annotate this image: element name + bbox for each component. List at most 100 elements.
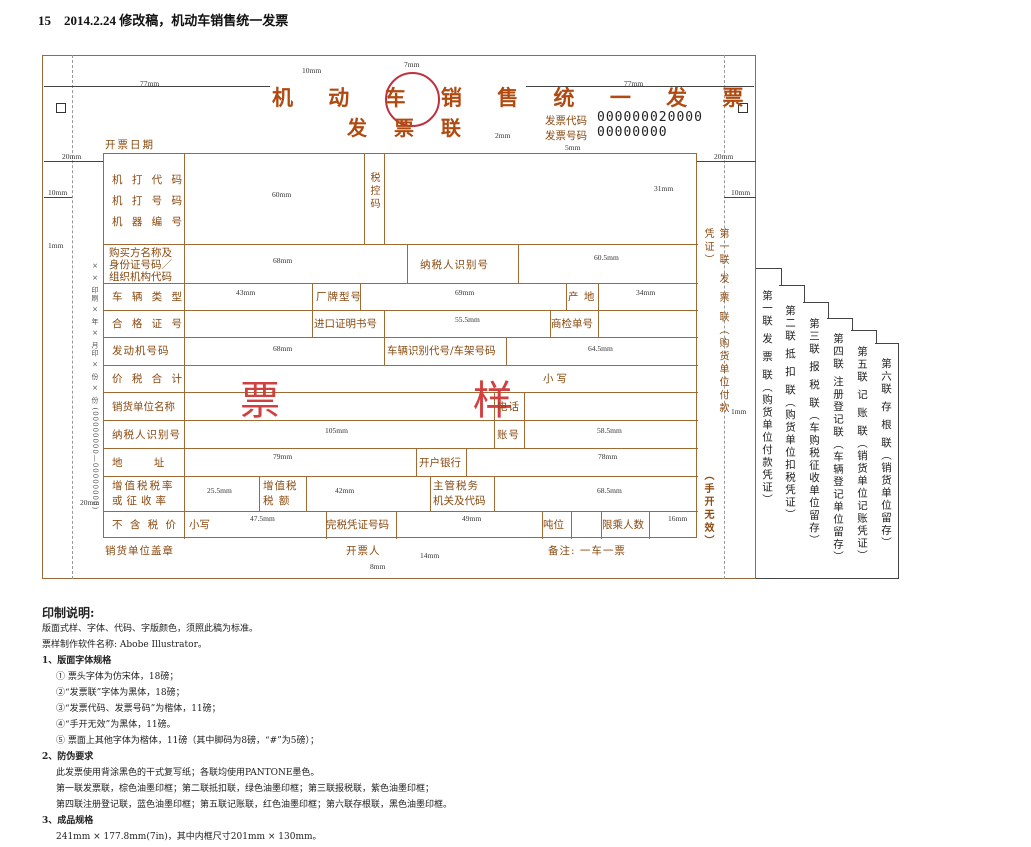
label-import-cert: 进口证明书号 xyxy=(314,318,377,330)
dim-10mm-left: 10mm xyxy=(48,188,68,197)
label-capacity: 限乘人数 xyxy=(602,519,644,531)
notes-line-2: 票样制作软件名称: Abobe Illustrator。 xyxy=(42,640,207,650)
stub-copy-1-label: 第一联 发 票 联（购货单位付款凭证） xyxy=(761,290,773,507)
dim-line-77-right xyxy=(526,86,754,87)
label-address: 地 址 xyxy=(112,457,179,469)
dim-10mm-right: 10mm xyxy=(731,188,751,197)
label-tonnage: 吨位 xyxy=(543,519,564,531)
invoice-code-value: 000000020000 xyxy=(597,110,703,125)
dim-line-10-left xyxy=(44,197,72,198)
dim-20mm-left: 20mm xyxy=(62,152,82,161)
tax-bureau-seal xyxy=(385,72,440,127)
dim-43mm: 43mm xyxy=(236,288,256,297)
dim-20mm-lower: 20mm xyxy=(80,498,100,507)
notes-section-2: 2、防伪要求 xyxy=(42,752,94,762)
issue-date-label: 开票日期 xyxy=(105,139,155,151)
label-certificate: 合 格 证 号 xyxy=(112,318,186,330)
dim-78mm: 78mm xyxy=(598,452,618,461)
sample-watermark: 票 样 xyxy=(240,378,603,424)
label-inspection: 商检单号 xyxy=(551,318,593,330)
dim-line-10-right xyxy=(724,197,756,198)
label-lowercase-2: 小写 xyxy=(189,519,210,531)
dim-68mm-buyer: 68mm xyxy=(273,256,293,265)
label-buyer-taxpayer-id: 纳税人识别号 xyxy=(420,259,489,271)
label-vin: 车辆识别代号/车架号码 xyxy=(387,345,496,357)
dim-1mm-right: 1mm xyxy=(731,407,747,416)
label-price-excl-tax: 不 含 税 价 xyxy=(112,519,179,531)
label-account: 账号 xyxy=(497,429,520,441)
label-vat-rate-2: 或征收率 xyxy=(112,495,170,507)
label-seller-name: 销货单位名称 xyxy=(112,401,175,413)
corner-square-right xyxy=(738,103,748,113)
notes-s2-item-2: 第一联发票联，棕色油墨印框；第二联抵扣联，绿色油墨印框；第三联报税联，紫色油墨印… xyxy=(56,784,435,794)
dim-8mm: 8mm xyxy=(370,562,386,571)
label-tax-control-code: 税控码 xyxy=(368,172,379,211)
label-origin: 产 地 xyxy=(568,291,596,303)
notes-line-1: 版面式样、字体、代码、字版颜色，须照此稿为标准。 xyxy=(42,624,259,634)
dim-77mm-left: 77mm xyxy=(140,79,160,88)
label-tax-authority-1: 主管税务 xyxy=(433,480,479,492)
dim-64-5mm: 64.5mm xyxy=(588,344,613,353)
notes-section-1: 1、版面字体规格 xyxy=(42,656,112,666)
page-number: 15 xyxy=(38,13,51,28)
dim-60-5mm: 60.5mm xyxy=(594,253,619,262)
label-seller-seal: 销货单位盖章 xyxy=(105,545,174,557)
label-brand-model: 厂牌型号 xyxy=(316,291,362,303)
dim-5mm: 5mm xyxy=(565,143,581,152)
printer-info-vertical: × × 印刷 × 年 × 月印 × 份 × 份 (00000000—000000… xyxy=(91,262,99,511)
invoice-number-label: 发票号码 xyxy=(545,130,587,142)
guide-right xyxy=(724,55,725,579)
page-header: 15 2014.2.24 修改稿，机动车销售统一发票 xyxy=(38,10,288,29)
label-issuer: 开票人 xyxy=(346,545,381,557)
dim-58-5mm: 58.5mm xyxy=(597,426,622,435)
label-vat-rate-1: 增值税税率 xyxy=(112,480,175,492)
printing-notes: 印制说明: 版面式样、字体、代码、字版颜色，须照此稿为标准。 票样制作软件名称:… xyxy=(42,605,452,845)
invoice-outer-frame xyxy=(42,55,756,579)
notes-heading: 印制说明: xyxy=(42,606,95,620)
dim-49mm: 49mm xyxy=(462,514,482,523)
label-bank: 开户银行 xyxy=(419,457,461,469)
dim-68mm-engine: 68mm xyxy=(273,344,293,353)
label-phone: 电话 xyxy=(497,401,520,413)
notes-s1-item-5: ⑤ 票面上其他字体为楷体，11磅（其中脚码为8磅，“#”为5磅）； xyxy=(56,736,320,746)
dim-line-20-right xyxy=(697,161,756,162)
stub-copy-4-label: 第四联 注册登记联（车辆登记单位留存） xyxy=(832,333,844,564)
label-vehicle-type: 车 辆 类 型 xyxy=(112,291,186,303)
label-seller-taxpayer-id: 纳税人识别号 xyxy=(112,429,181,441)
dim-10mm-top: 10mm xyxy=(302,66,322,75)
stub-copy-3-label: 第三联 报 税 联（车购税征收单位留存） xyxy=(808,318,820,547)
dim-55-5mm: 55.5mm xyxy=(455,315,480,324)
dim-77mm-right: 77mm xyxy=(624,79,644,88)
stub-copy-1 xyxy=(756,268,782,579)
dim-34mm: 34mm xyxy=(636,288,656,297)
corner-square-left xyxy=(56,103,66,113)
label-vat-amount-1: 增值税 xyxy=(263,480,298,492)
guide-left xyxy=(72,55,73,579)
dim-7mm: 7mm xyxy=(404,60,420,69)
dim-line-20-left xyxy=(44,161,103,162)
dim-1mm-left: 1mm xyxy=(48,241,64,250)
dim-60mm: 60mm xyxy=(272,190,292,199)
dim-20mm-right: 20mm xyxy=(714,152,734,161)
label-buyer-name: 购买方名称及 xyxy=(109,247,172,259)
dim-42mm: 42mm xyxy=(335,486,355,495)
dim-105mm: 105mm xyxy=(325,426,348,435)
invoice-table xyxy=(103,153,698,539)
dim-14mm: 14mm xyxy=(420,551,440,560)
label-tax-paid-cert: 完税凭证号码 xyxy=(326,519,389,531)
notes-s2-item-3: 第四联注册登记联，蓝色油墨印框；第五联记账联，红色油墨印框；第六联存根联，黑色油… xyxy=(56,800,453,810)
label-total-price: 价 税 合 计 xyxy=(112,373,186,385)
invoice-code-label: 发票代码 xyxy=(545,115,587,127)
notes-s1-item-3: ③“发票代码、发票号码”为楷体，11磅； xyxy=(56,704,221,714)
invoice-number-value: 00000000 xyxy=(597,125,668,140)
stub-copy-6-label: 第六联 存 根 联（销货单位留存） xyxy=(880,358,892,550)
page-title: 2014.2.24 修改稿，机动车销售统一发票 xyxy=(64,13,289,28)
label-tax-authority-2: 机关及代码 xyxy=(433,495,486,507)
label-lowercase: 小写 xyxy=(543,373,570,385)
label-remark: 备注: 一车一票 xyxy=(548,545,626,557)
dim-2mm: 2mm xyxy=(495,131,511,140)
label-machine-number: 机 打 号 码 xyxy=(112,195,186,207)
stub-copy-6 xyxy=(875,343,899,579)
label-buyer-id: 身份证号码／ xyxy=(109,259,172,271)
label-machine-serial: 机 器 编 号 xyxy=(112,216,186,228)
